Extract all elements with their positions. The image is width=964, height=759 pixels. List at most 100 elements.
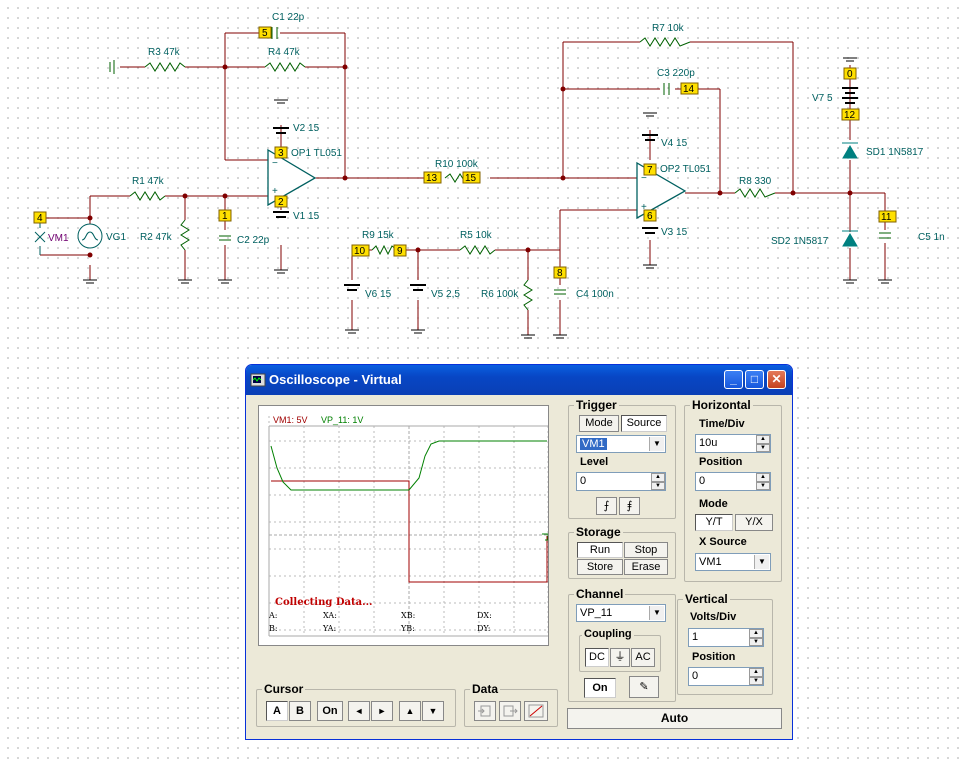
stop-button[interactable]: Stop (624, 542, 668, 558)
spin-up-icon[interactable]: ▲ (749, 629, 763, 638)
import-icon (478, 705, 491, 717)
readout-dx: DX: (477, 611, 492, 620)
readout-yb: YB: (401, 624, 415, 633)
oscilloscope-window[interactable]: Oscilloscope - Virtual _ □ ✕ (245, 364, 793, 740)
hposition-input[interactable]: 0 ▲▼ (695, 472, 771, 491)
svg-text:−: − (272, 158, 278, 169)
voltsdiv-input[interactable]: 1 ▲▼ (688, 628, 764, 647)
timediv-input[interactable]: 10u ▲▼ (695, 434, 771, 453)
auto-button[interactable]: Auto (567, 708, 782, 729)
grounds (83, 57, 892, 339)
channel-on-button[interactable]: On (584, 678, 616, 698)
trigger-mode-button[interactable]: Mode (579, 415, 619, 432)
svg-text:2: 2 (278, 197, 284, 208)
erase-button[interactable]: Erase (624, 559, 668, 575)
svg-text:3: 3 (278, 148, 284, 159)
rising-edge-icon: ⨍ (603, 500, 610, 512)
svg-text:C5 1n: C5 1n (918, 232, 945, 243)
svg-text:R7 10k: R7 10k (652, 23, 685, 34)
voltsdiv-spinner[interactable]: ▲▼ (749, 629, 763, 646)
timediv-spinner[interactable]: ▲▼ (756, 435, 770, 452)
timediv-value: 10u (699, 437, 718, 449)
svg-text:V7 5: V7 5 (812, 93, 833, 104)
node-tags (33, 26, 897, 279)
svg-text:+: + (272, 186, 278, 197)
scope-grid (268, 416, 548, 636)
vertical-group: Vertical Volts/Div 1 ▲▼ Position 0 ▲▼ (677, 592, 773, 695)
svg-text:V3 15: V3 15 (661, 227, 688, 238)
hposition-spinner[interactable]: ▲▼ (756, 473, 770, 490)
trigger-source-button[interactable]: Source (621, 415, 667, 432)
dc-button[interactable]: DC (585, 648, 609, 667)
svg-text:8: 8 (557, 268, 563, 279)
svg-text:V4 15: V4 15 (661, 138, 688, 149)
yt-button[interactable]: Y/T (695, 514, 733, 531)
trigger-source-value: VM1 (580, 438, 607, 450)
svg-text:0: 0 (847, 69, 853, 80)
export-data-button[interactable] (499, 701, 521, 721)
readout-xa: XA: (323, 611, 337, 620)
cursor-on-button[interactable]: On (317, 701, 343, 721)
mode-label: Mode (699, 498, 728, 510)
readout-b: B: (269, 624, 278, 633)
spin-down-icon[interactable]: ▼ (749, 676, 763, 685)
spin-up-icon[interactable]: ▲ (749, 668, 763, 677)
ground-coupling-button[interactable]: ⏚ (610, 648, 630, 667)
scope-screen[interactable]: VM1: 5V VP_11: 1V Collecting Data... A: … (258, 405, 549, 646)
trace-vp11 (270, 440, 547, 491)
svg-text:OP1 TL051: OP1 TL051 (291, 148, 342, 159)
svg-text:C1 22p: C1 22p (272, 12, 305, 23)
probe-icon: ✎ (639, 681, 649, 693)
vposition-spinner[interactable]: ▲▼ (749, 668, 763, 685)
spin-up-icon[interactable]: ▲ (756, 473, 770, 482)
maximize-button[interactable]: □ (745, 370, 764, 389)
cursor-down-button[interactable]: ▼ (422, 701, 444, 721)
chevron-down-icon[interactable]: ▼ (649, 606, 664, 620)
run-button[interactable]: Run (577, 542, 623, 558)
cursor-right-button[interactable]: ► (371, 701, 393, 721)
level-spinner[interactable]: ▲▼ (651, 473, 665, 490)
rising-edge-button[interactable]: ⨍ (596, 497, 617, 515)
window-title: Oscilloscope - Virtual (269, 372, 402, 387)
spin-down-icon[interactable]: ▼ (756, 481, 770, 490)
minimize-button[interactable]: _ (724, 370, 743, 389)
cursor-left-button[interactable]: ◄ (348, 701, 370, 721)
level-input[interactable]: 0 ▲▼ (576, 472, 666, 491)
title-bar[interactable]: Oscilloscope - Virtual _ □ ✕ (246, 365, 792, 395)
svg-text:1: 1 (222, 211, 228, 222)
chevron-down-icon[interactable]: ▼ (754, 555, 769, 569)
vposition-input[interactable]: 0 ▲▼ (688, 667, 764, 686)
svg-text:C3 220p: C3 220p (657, 68, 695, 79)
trigger-source-select[interactable]: VM1 ▼ (576, 435, 666, 453)
chevron-down-icon[interactable]: ▼ (649, 437, 664, 451)
plot-data-button[interactable] (524, 701, 548, 721)
channel-select[interactable]: VP_11 ▼ (576, 604, 666, 622)
svg-text:C2 22p: C2 22p (237, 235, 270, 246)
ac-button[interactable]: AC (631, 648, 655, 667)
signal-generator (77, 223, 103, 249)
yx-button[interactable]: Y/X (735, 514, 773, 531)
cursor-up-button[interactable]: ▲ (399, 701, 421, 721)
spin-up-icon[interactable]: ▲ (651, 473, 665, 482)
spin-up-icon[interactable]: ▲ (756, 435, 770, 444)
import-data-button[interactable] (474, 701, 496, 721)
spin-down-icon[interactable]: ▼ (749, 637, 763, 646)
spin-down-icon[interactable]: ▼ (651, 481, 665, 490)
store-button[interactable]: Store (577, 559, 623, 575)
svg-text:6: 6 (647, 211, 653, 222)
svg-text:V6 15: V6 15 (365, 289, 392, 300)
readout-a: A: (269, 611, 278, 620)
svg-text:R10 100k: R10 100k (435, 159, 479, 170)
ch1-label: VM1: 5V (273, 415, 308, 425)
cursor-a-button[interactable]: A (266, 701, 288, 721)
falling-edge-button[interactable]: ⨎ (619, 497, 640, 515)
xsource-select[interactable]: VM1 ▼ (695, 553, 771, 571)
channel-value: VP_11 (580, 607, 613, 619)
close-button[interactable]: ✕ (767, 370, 786, 389)
export-icon (503, 705, 518, 717)
spin-down-icon[interactable]: ▼ (756, 443, 770, 452)
cursor-b-button[interactable]: B (289, 701, 311, 721)
probe-button[interactable]: ✎ (629, 676, 659, 698)
svg-text:R3 47k: R3 47k (148, 47, 181, 58)
